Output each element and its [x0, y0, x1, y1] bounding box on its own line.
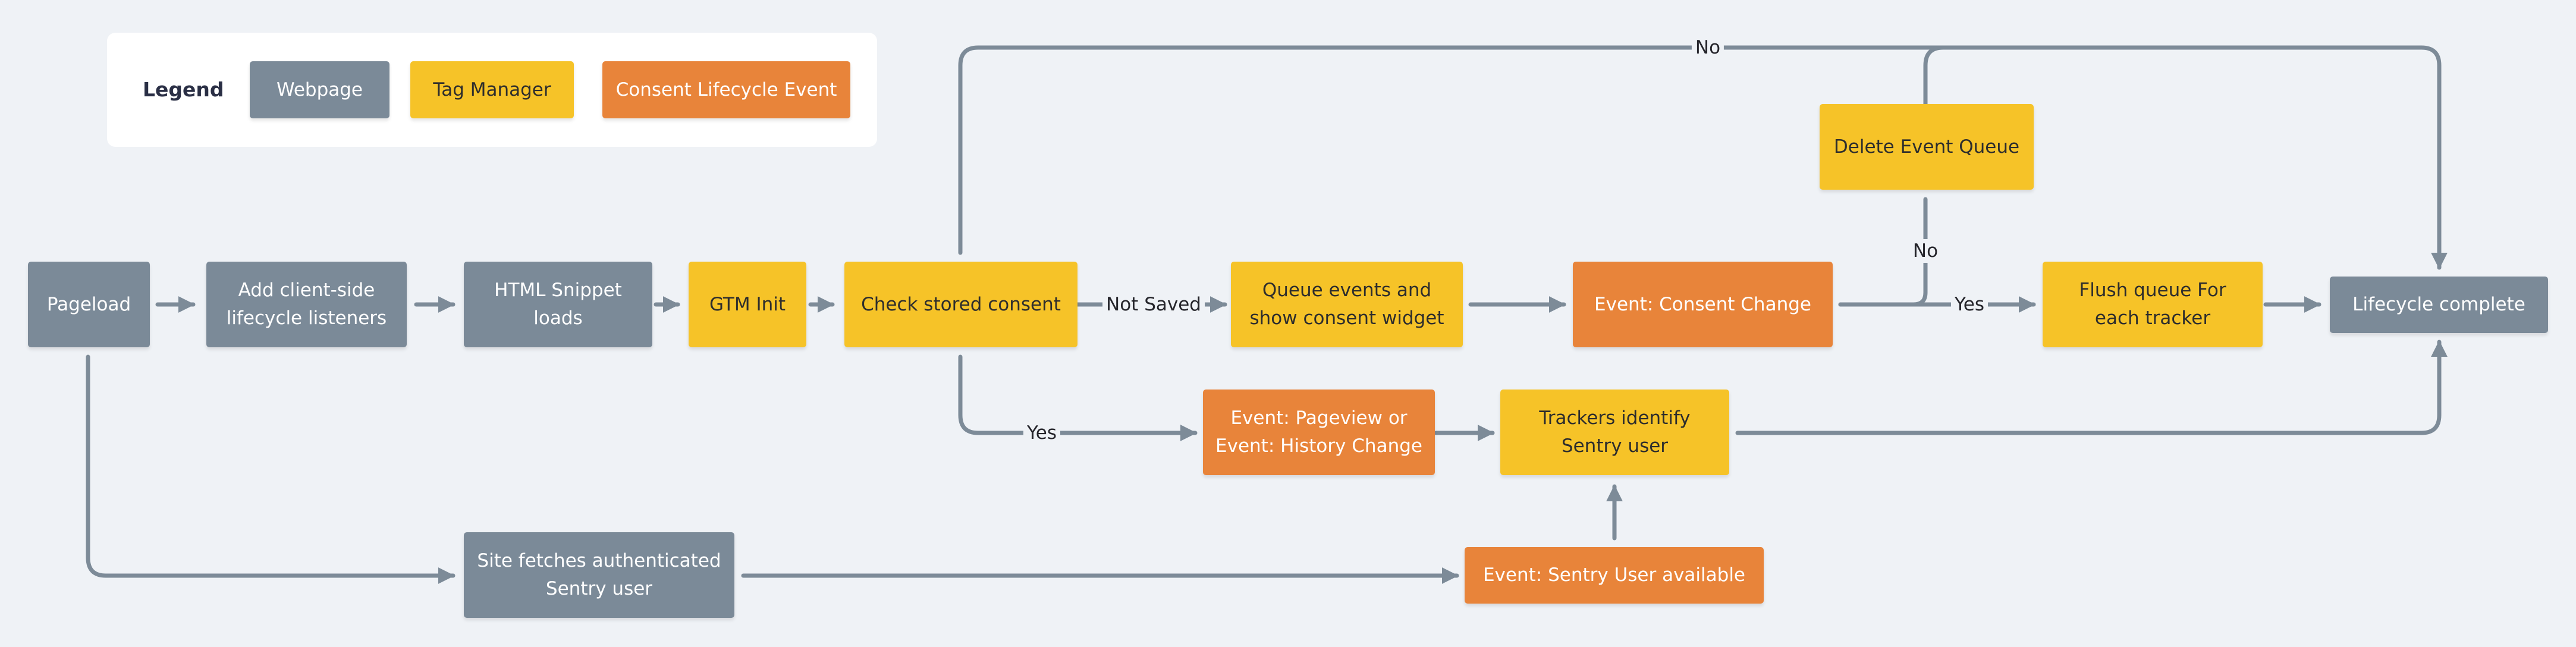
node-consent-change-label: Event: Consent Change [1594, 293, 1811, 315]
node-queue-events-label: Queue events and show consent widget [1249, 279, 1444, 329]
node-lifecycle-complete: Lifecycle complete [2330, 277, 2548, 333]
legend-consent-lifecycle-event: Consent Lifecycle Event [602, 61, 850, 118]
node-site-fetches-user: Site fetches authenticated Sentry user [464, 532, 734, 618]
node-pageview-event-label: Event: Pageview or Event: History Change [1215, 407, 1422, 457]
legend-tag-manager: Tag Manager [410, 61, 574, 118]
node-trackers-identify: Trackers identify Sentry user [1500, 390, 1729, 475]
node-delete-event-queue: Delete Event Queue [1820, 104, 2034, 190]
node-html-snippet-label: HTML Snippet loads [494, 279, 622, 329]
node-gtm-init: GTM Init [689, 262, 806, 347]
edge-pageload-to-fetch [86, 354, 455, 584]
node-consent-change: Event: Consent Change [1573, 262, 1833, 347]
node-sentry-user-available: Event: Sentry User available [1465, 547, 1764, 604]
node-pageload-label: Pageload [46, 293, 131, 315]
edge-change-no-to-delete [1838, 197, 1928, 307]
node-sentry-user-available-label: Event: Sentry User available [1482, 564, 1746, 586]
node-add-listeners: Add client-side lifecycle listeners [206, 262, 407, 347]
node-delete-event-queue-label: Delete Event Queue [1833, 136, 2020, 158]
node-trackers-identify-label: Trackers identify Sentry user [1539, 407, 1691, 457]
edge-check-no-to-complete [958, 45, 2448, 270]
edge-label-yes-flush: Yes [1950, 293, 1988, 316]
edge-trackers-to-complete [1735, 340, 2448, 435]
legend-webpage: Webpage [250, 61, 389, 118]
edge-label-no-delete: No [1909, 239, 1942, 263]
node-lifecycle-complete-label: Lifecycle complete [2352, 294, 2525, 315]
node-pageload: Pageload [28, 262, 150, 347]
node-flush-queue: Flush queue For each tracker [2043, 262, 2263, 347]
node-site-fetches-user-label: Site fetches authenticated Sentry user [477, 550, 721, 599]
node-check-stored-consent-label: Check stored consent [861, 293, 1061, 315]
node-html-snippet: HTML Snippet loads [464, 262, 652, 347]
edge-label-yes-stored: Yes [1023, 421, 1061, 445]
edge-label-no-top: No [1691, 36, 1724, 59]
edge-label-not-saved: Not Saved [1102, 293, 1205, 316]
edge-delete-to-complete [1923, 45, 1946, 106]
node-queue-events: Queue events and show consent widget [1231, 262, 1463, 347]
node-pageview-event: Event: Pageview or Event: History Change [1203, 390, 1435, 475]
node-add-listeners-label: Add client-side lifecycle listeners [226, 279, 387, 329]
edge-check-yes-to-pageview [958, 354, 1198, 441]
node-check-stored-consent: Check stored consent [844, 262, 1077, 347]
legend-panel: Legend Webpage Tag Manager Consent Lifec… [107, 33, 877, 147]
legend-title: Legend [143, 78, 224, 101]
node-flush-queue-label: Flush queue For each tracker [2079, 279, 2226, 329]
node-gtm-init-label: GTM Init [709, 293, 786, 315]
